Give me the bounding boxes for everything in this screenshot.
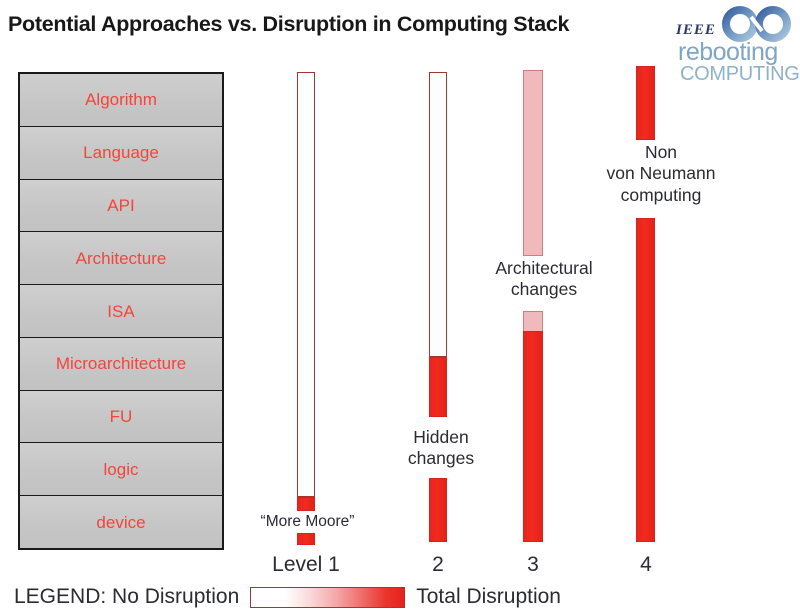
- bar-level-1-segment-red-lower: [297, 533, 315, 545]
- logo-computing-text: COMPUTING: [680, 63, 800, 85]
- bar-level-3-segment-red: [523, 331, 543, 542]
- bar-level-1-segment-empty: [297, 72, 315, 497]
- bar-level-4-annotation: Non von Neumann computing: [586, 142, 736, 206]
- bar-level-1-annotation: “More Moore”: [260, 513, 355, 530]
- stack-layer-label: device: [96, 512, 146, 532]
- logo-rebooting-text: rebooting: [678, 38, 778, 66]
- bar-level-2-segment-empty: [429, 72, 447, 357]
- stack-layer-microarchitecture: Microarchitecture: [20, 337, 222, 391]
- legend: LEGEND: No Disruption Total Disruption: [14, 583, 561, 611]
- bar-level-2-segment-red-upper: [429, 357, 447, 417]
- bar-level-4-annotation-line2: von Neumann: [606, 163, 716, 184]
- page-title: Potential Approaches vs. Disruption in C…: [8, 12, 570, 36]
- stack-layer-label: Algorithm: [85, 90, 157, 110]
- stack-layer-label: Language: [83, 143, 159, 163]
- axis-label-level-1: Level 1: [272, 553, 340, 576]
- axis-label-level-2: 2: [432, 553, 444, 576]
- ieee-rebooting-computing-logo: IEEE rebooting COMPUTING: [676, 4, 800, 96]
- bar-level-3-annotation-line1: Architectural: [495, 258, 593, 278]
- stack-layer-logic: logic: [20, 443, 222, 497]
- legend-no-disruption-label: LEGEND: No Disruption: [14, 585, 240, 608]
- stack-layer-fu: FU: [20, 390, 222, 444]
- stack-layer-label: Architecture: [75, 248, 167, 268]
- stack-layer-label: API: [107, 195, 135, 215]
- stack-layer-architecture: Architecture: [20, 232, 222, 286]
- axis-label-level-3: 3: [527, 553, 539, 576]
- stack-layer-api: API: [20, 179, 222, 233]
- stack-layer-label: ISA: [107, 301, 135, 321]
- bar-level-4-segment-red-upper: [636, 66, 655, 140]
- stack-layer-device: device: [20, 496, 222, 549]
- stack-layer-label: logic: [103, 459, 139, 479]
- stack-layer-label: FU: [109, 407, 133, 427]
- stack-layer-label: Microarchitecture: [55, 354, 187, 374]
- bar-level-2-segment-red-lower: [429, 478, 447, 542]
- bar-level-2-annotation-line2: changes: [407, 448, 475, 469]
- bar-level-3-annotation-line2: changes: [510, 279, 578, 300]
- stack-layer-language: Language: [20, 126, 222, 180]
- bar-level-3-segment-pink-upper: [523, 70, 543, 256]
- bar-level-1-segment-red: [297, 497, 315, 511]
- bar-level-4-segment-red-lower: [636, 218, 655, 542]
- stack-layer-isa: ISA: [20, 285, 222, 338]
- legend-gradient-bar: [250, 586, 406, 608]
- infinity-icon: [722, 6, 791, 42]
- computing-stack-diagram: Algorithm Language API Architecture ISA …: [18, 72, 224, 550]
- bar-level-2-annotation-line1: Hidden: [413, 427, 469, 447]
- stack-layer-algorithm: Algorithm: [20, 74, 222, 127]
- bar-level-3-segment-pink-lower: [523, 311, 543, 333]
- ieee-wordmark: IEEE: [676, 22, 716, 38]
- bar-level-2-annotation: Hidden changes: [382, 427, 500, 470]
- bar-level-4-annotation-line3: computing: [620, 184, 702, 205]
- legend-total-disruption-label: Total Disruption: [416, 585, 561, 608]
- bar-level-4-annotation-line1: Non: [644, 142, 678, 162]
- axis-label-level-4: 4: [640, 553, 652, 576]
- bar-level-3-annotation: Architectural changes: [474, 258, 614, 301]
